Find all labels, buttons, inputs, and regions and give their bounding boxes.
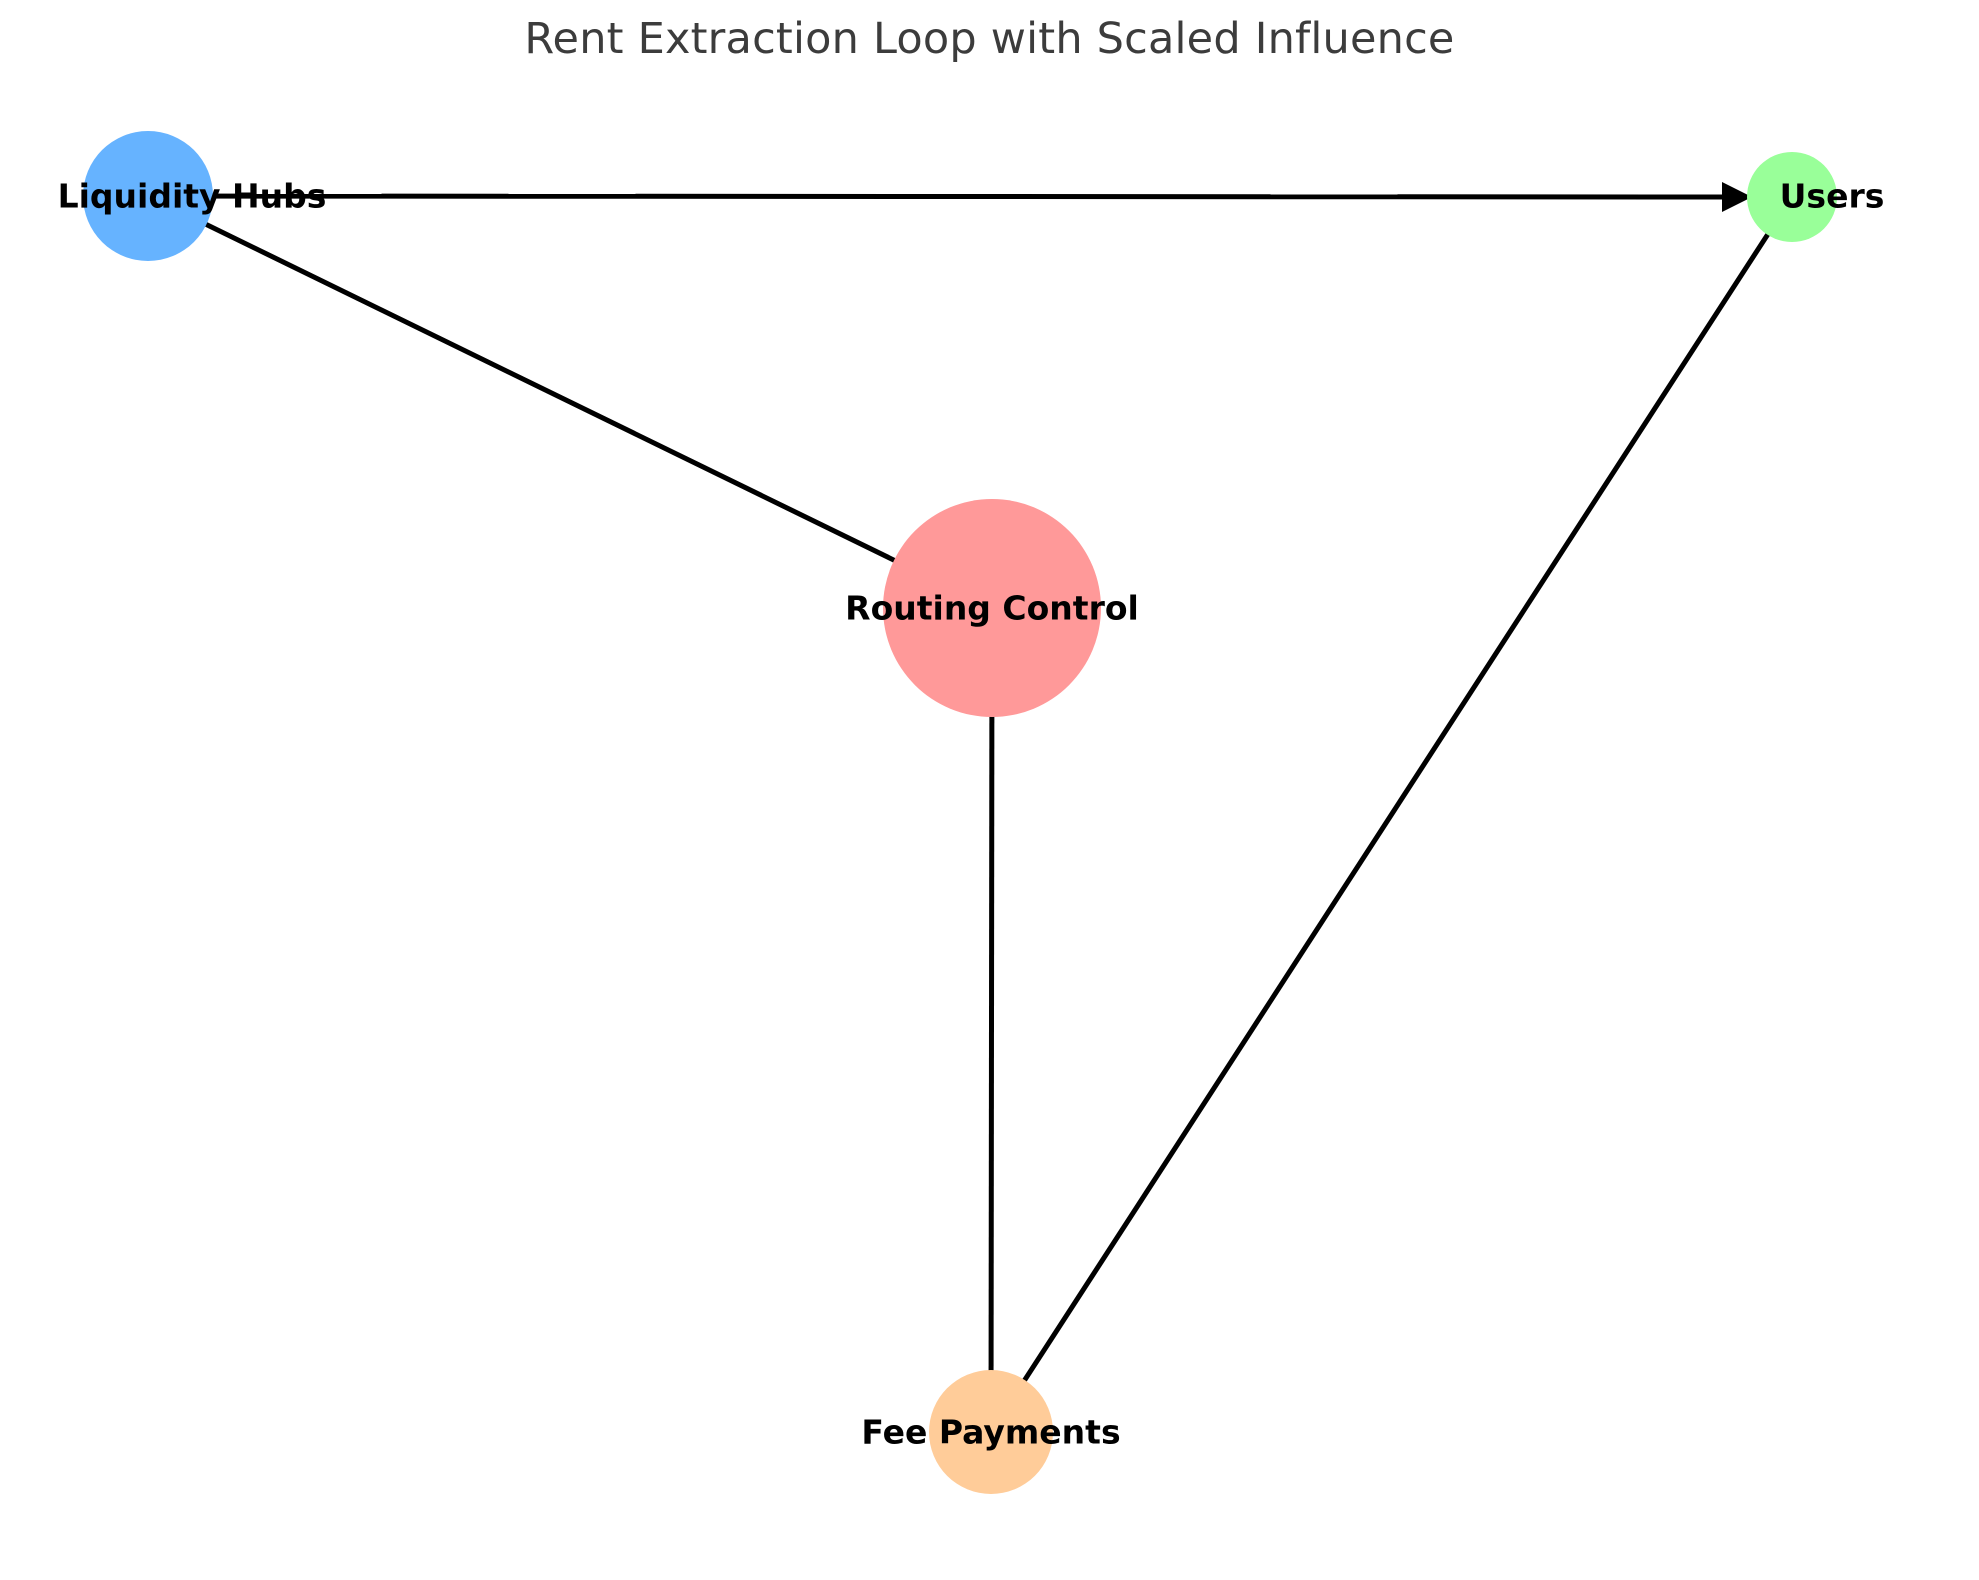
edge-layer xyxy=(146,181,1795,1434)
edge-liquidity-hubs-to-routing-control xyxy=(146,193,994,611)
page-title: Rent Extraction Loop with Scaled Influen… xyxy=(524,14,1455,64)
node-routing-control[interactable] xyxy=(883,499,1101,717)
edge-liquidity-hubs-to-users xyxy=(147,181,1752,212)
edge-fee-payments-to-users xyxy=(988,195,1795,1434)
node-liquidity-hubs[interactable] xyxy=(83,131,213,261)
node-users[interactable] xyxy=(1747,152,1837,242)
node-layer xyxy=(83,131,1837,1494)
edge-routing-control-to-fee-payments xyxy=(988,607,995,1433)
node-fee-payments[interactable] xyxy=(929,1370,1053,1494)
